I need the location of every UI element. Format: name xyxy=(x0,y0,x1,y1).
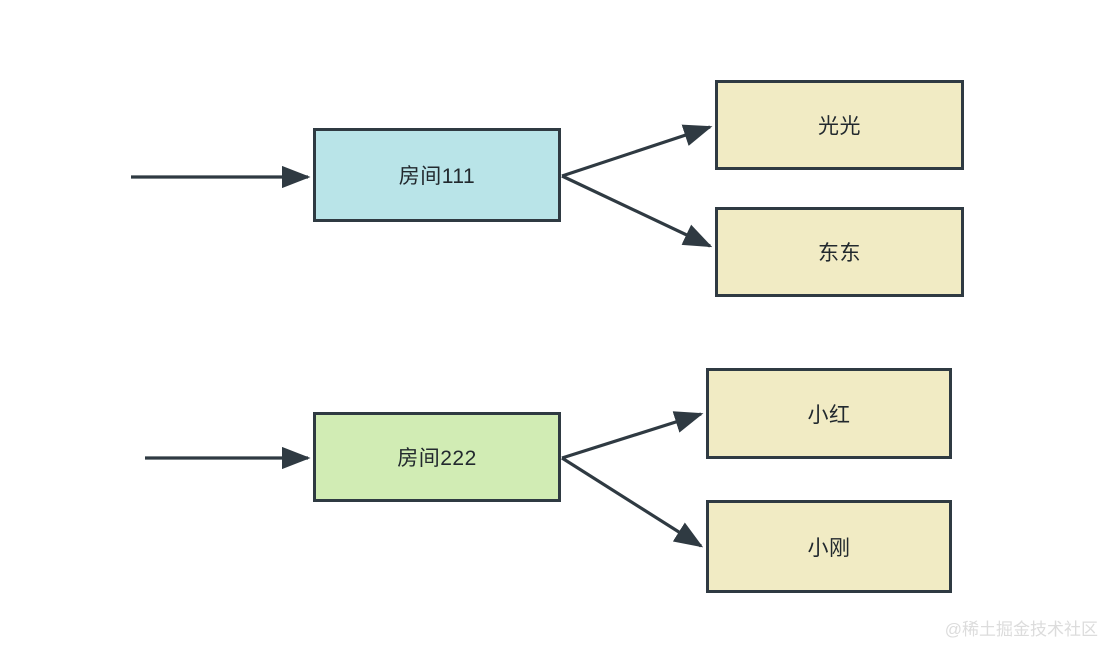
edge-room222-xiaogang xyxy=(561,456,704,548)
edge-room222-xiaohong xyxy=(561,411,704,460)
watermark: @稀土掘金技术社区 xyxy=(944,620,1098,639)
node-dongdong[interactable]: 东东 xyxy=(715,207,964,297)
node-room111-label: 房间111 xyxy=(398,165,476,188)
edge-room111-guangguang xyxy=(561,124,713,178)
node-xiaohong-label: 小红 xyxy=(807,403,851,427)
node-guangguang[interactable]: 光光 xyxy=(715,80,964,170)
node-room222-label: 房间222 xyxy=(397,447,477,470)
node-room222[interactable]: 房间222 xyxy=(313,412,561,502)
node-xiaohong[interactable]: 小红 xyxy=(706,368,952,459)
edge-room111-dongdong xyxy=(561,174,713,248)
node-xiaogang-label: 小刚 xyxy=(807,536,851,560)
node-room111[interactable]: 房间111 xyxy=(313,128,561,222)
node-dongdong-label: 东东 xyxy=(818,242,861,265)
node-guangguang-label: 光光 xyxy=(818,115,861,138)
node-xiaogang[interactable]: 小刚 xyxy=(706,500,952,593)
